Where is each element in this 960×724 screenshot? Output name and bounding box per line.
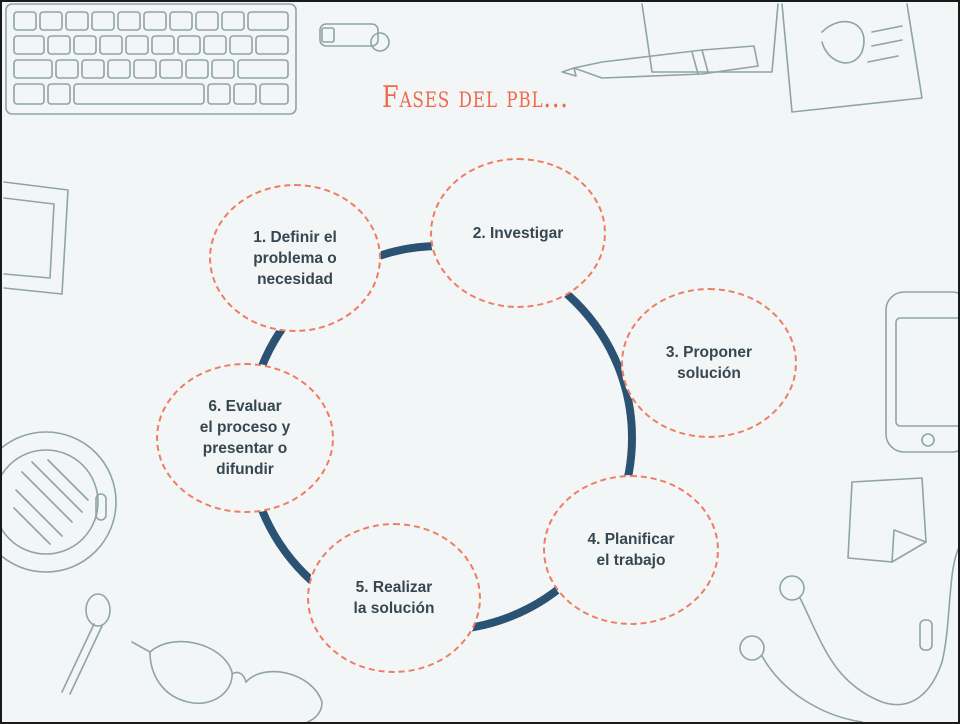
phase-6-label: 6. Evaluar el proceso y presentar o difu… [199, 398, 291, 478]
phase-2-circle: 2. Investigar [430, 158, 606, 308]
spoon-icon [61, 593, 111, 695]
coffee-cup-icon [2, 431, 117, 573]
earphones-icon [739, 547, 958, 722]
phase-3-circle: 3. Proponer solución [621, 288, 797, 438]
notebook-icon [641, 3, 923, 113]
marker-pen-icon [561, 45, 759, 79]
phase-2-label: 2. Investigar [472, 224, 564, 242]
photo-frame-icon [3, 181, 69, 295]
phase-4-circle: 4. Planificar el trabajo [543, 475, 719, 625]
phase-5-circle: 5. Realizar la solución [307, 523, 481, 673]
phase-1-circle: 1. Definir el problema o necesidad [209, 184, 381, 332]
usb-drive-icon [319, 23, 390, 52]
phase-5-label: 5. Realizar la solución [353, 579, 435, 617]
keyboard-icon [5, 3, 297, 115]
page-title: Fases del pbl... [382, 80, 569, 115]
sticky-note-icon [847, 477, 927, 563]
smartphone-icon [885, 291, 958, 453]
phase-1-label: 1. Definir el problema o necesidad [253, 228, 337, 288]
phase-6-circle: 6. Evaluar el proceso y presentar o difu… [156, 363, 334, 513]
phase-3-label: 3. Proponer solución [665, 344, 753, 382]
glasses-icon [131, 640, 323, 722]
phase-4-label: 4. Planificar el trabajo [587, 531, 675, 569]
